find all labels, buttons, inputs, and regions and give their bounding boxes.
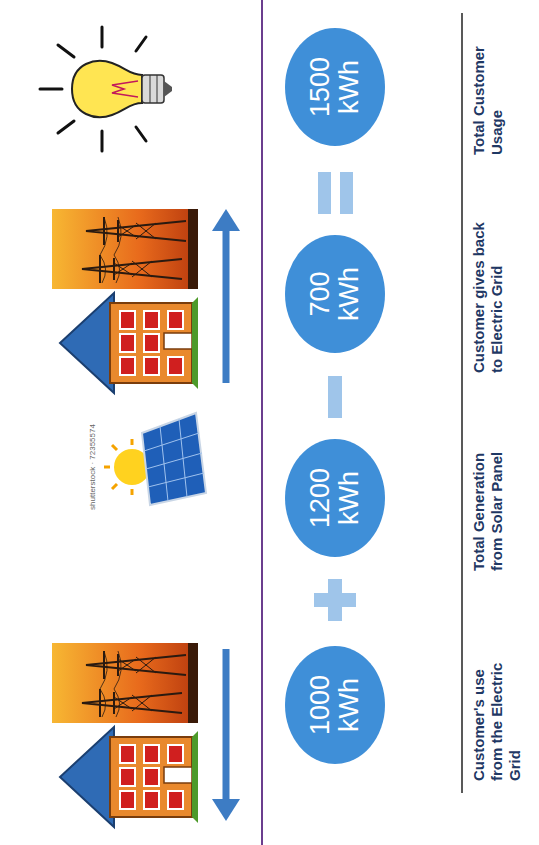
house-icon [60,293,198,393]
caption-text: Total Generation from Solar Panel [470,435,506,571]
plus-sign [314,579,356,621]
bubble-value: 700 kWh [306,255,364,333]
value-bubble: 1000 kWh [285,646,385,764]
house-icon [60,727,198,827]
caption-text: Customer's use from the Electric Grid [470,649,524,781]
flow-arrow [212,209,240,383]
flow-arrow [212,649,240,821]
solar-panel-icon [104,413,206,505]
power-grid-icon [52,209,198,289]
value-bubble: 1200 kWh [285,439,385,557]
caption-text: Total Customer Usage [470,23,506,155]
value-bubble: 1500 kWh [285,28,385,146]
bubble-value: 1500 kWh [306,48,364,126]
light-bulb-icon [40,27,172,151]
value-bubble: 700 kWh [285,235,385,353]
power-grid-icon [52,643,198,723]
bubble-value: 1000 kWh [306,666,364,744]
watermark: shutterstock · 72355574 [88,407,98,527]
caption-text: Customer gives back to Electric Grid [470,213,506,373]
equals-sign [318,172,353,214]
bubble-value: 1200 kWh [306,459,364,537]
minus-sign [328,376,342,418]
divider-line [261,0,263,845]
caption-rule [461,13,463,793]
